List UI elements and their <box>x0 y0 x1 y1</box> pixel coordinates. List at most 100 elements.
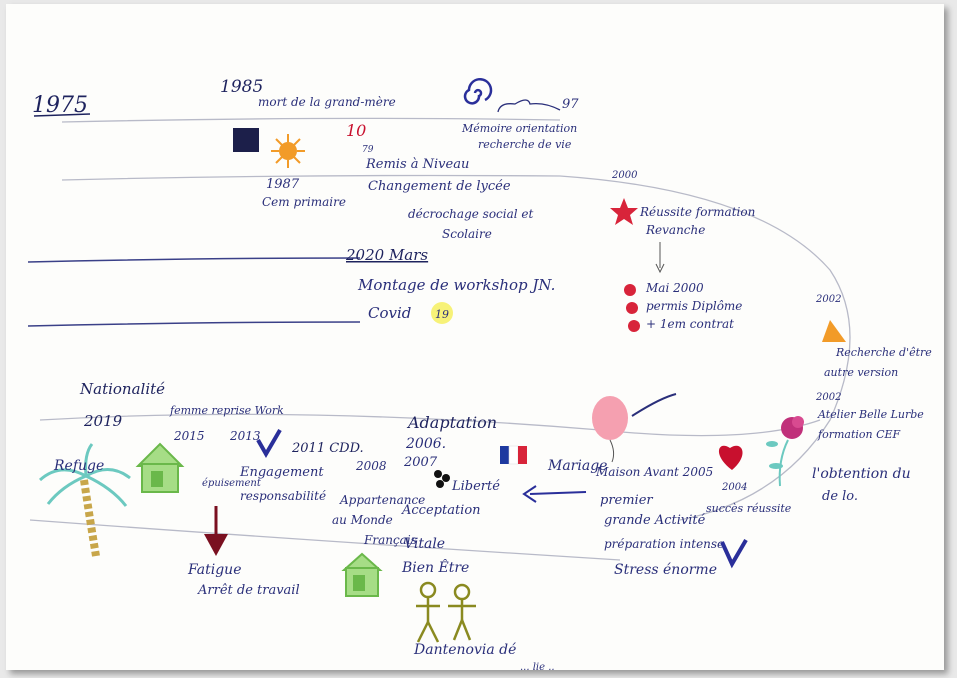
arrow-head-2000 <box>655 263 665 274</box>
french-flag-icon <box>500 445 527 465</box>
note-2000-2: Revanche <box>645 223 705 237</box>
note-bienetre: Bien Être <box>401 558 469 576</box>
orange-cone-icon <box>822 320 846 342</box>
note-2002b-1: Atelier Belle Lurbe <box>817 408 924 421</box>
timeline-line-5 <box>39 413 821 437</box>
note-avant: Maison Avant 2005 <box>595 465 713 479</box>
note-dantenovia: Dantenovia dé <box>413 642 516 658</box>
black-flower-icon <box>434 470 450 488</box>
note-remise-3: décrochage social et <box>408 207 534 221</box>
label-10: 10 <box>346 121 366 140</box>
note-montage: Montage de workshop JN. <box>357 276 555 294</box>
note-francais: Français <box>363 533 417 547</box>
note-obt-1: l'obtention du <box>812 466 911 482</box>
note-remise-4: Scolaire <box>442 227 492 241</box>
label-1987: 1987 <box>266 177 300 192</box>
note-2020: 2020 Mars <box>345 246 428 264</box>
label-97: 97 <box>562 97 579 112</box>
label-2000: 2000 <box>611 170 638 181</box>
note-appartenance-1: Appartenance <box>339 493 425 507</box>
note-vitale: Vitale <box>404 536 445 552</box>
orange-sun-icon <box>271 134 305 168</box>
label-2002b: 2002 <box>815 392 841 403</box>
note-nationalite-1: Nationalité <box>79 380 165 398</box>
red-star-icon <box>610 198 638 225</box>
checkmark-icon-1 <box>256 428 282 458</box>
note-1985: mort de la grand-mère <box>258 95 396 109</box>
green-house-icon <box>135 442 185 493</box>
timeline-line-4 <box>27 321 361 327</box>
note-reussite: succès réussite <box>706 502 792 515</box>
pink-flower-icon <box>766 416 804 487</box>
green-house-icon-2 <box>341 552 383 597</box>
paper-sheet <box>6 4 944 670</box>
timeline-line-1 <box>61 117 561 123</box>
note-dantenovia-2: ... lie .. <box>520 662 555 673</box>
label-1985: 1985 <box>220 77 263 97</box>
timeline-line-2 <box>61 174 561 181</box>
note-nationalite-2: 2019 <box>83 412 123 430</box>
heart-icon <box>718 445 743 470</box>
note-premier-1: premier <box>600 493 653 508</box>
palm-tree-icon <box>38 443 131 557</box>
note-refuge: Refuge <box>53 458 104 474</box>
checkmark-icon-2 <box>720 538 748 569</box>
label-2002: 2002 <box>815 294 841 305</box>
note-2000-1: Réussite formation <box>639 205 755 219</box>
navy-square-icon <box>233 128 259 152</box>
note-acceptation: Acceptation <box>401 503 481 518</box>
note-epuisement: épuisement <box>202 478 262 489</box>
note-2002-2: autre version <box>824 366 898 379</box>
covid-glow-icon <box>431 302 453 324</box>
note-liberte: Liberté <box>451 479 500 494</box>
note-2002b-2: formation CEF <box>817 428 901 441</box>
note-mai-1: Mai 2000 <box>645 281 704 295</box>
note-97-1: Mémoire orientation <box>461 122 577 135</box>
arrow-left-head <box>522 485 537 503</box>
note-covid: Covid <box>368 304 411 322</box>
brace-97 <box>497 99 561 113</box>
label-2008: 2008 <box>355 459 387 473</box>
note-stress: Stress énorme <box>614 562 717 578</box>
note-reprise: femme reprise Work <box>169 404 284 417</box>
timeline-lines <box>27 117 851 561</box>
note-2002-1: Recherche d'être <box>835 346 932 359</box>
timeline-line-3 <box>27 257 361 263</box>
label-2015: 2015 <box>173 429 205 443</box>
note-engagement: Engagement <box>239 465 324 480</box>
label-2007: 2007 <box>403 455 438 470</box>
note-remise-2: Changement de lycée <box>368 179 511 194</box>
stick-figures-icon <box>416 581 476 643</box>
note-arret: Arrêt de travail <box>197 583 300 598</box>
red-flower-icons <box>624 284 640 332</box>
note-97-2: recherche de vie <box>478 138 572 151</box>
note-mai-3: + 1em contrat <box>646 317 734 331</box>
note-fatigue: Fatigue <box>187 562 241 578</box>
pen-stroke-icon <box>631 393 677 417</box>
covid-badge: 19 <box>435 308 449 321</box>
underline-1975 <box>33 113 91 117</box>
note-adaptation: Adaptation <box>406 413 497 432</box>
blue-spiral-icon <box>463 77 493 105</box>
note-1987: Cem primaire <box>262 195 346 209</box>
note-preparation: préparation intense <box>604 537 724 551</box>
balloon-string <box>609 439 615 463</box>
note-cdd: 2011 CDD. <box>291 441 364 456</box>
arrow-left-line <box>529 491 587 495</box>
note-obt-2: de lo. <box>822 489 858 504</box>
note-mai-2: permis Diplôme <box>646 299 742 313</box>
note-remise-1: Remis à Niveau <box>365 157 469 172</box>
note-responsabilite: responsabilité <box>240 489 326 503</box>
pink-balloon-icon <box>592 396 628 440</box>
label-79: 79 <box>362 145 374 155</box>
dark-red-arrow-icon <box>204 506 228 556</box>
timeline-line-6 <box>29 519 621 561</box>
timeline-curve-right <box>559 175 851 521</box>
note-appartenance-2: au Monde <box>332 513 393 527</box>
note-premier-2: grande Activité <box>604 513 706 528</box>
label-2004: 2004 <box>721 482 747 493</box>
label-2013: 2013 <box>229 429 261 443</box>
label-2006: 2006. <box>405 436 446 452</box>
note-mariage: Mariage <box>547 458 607 474</box>
